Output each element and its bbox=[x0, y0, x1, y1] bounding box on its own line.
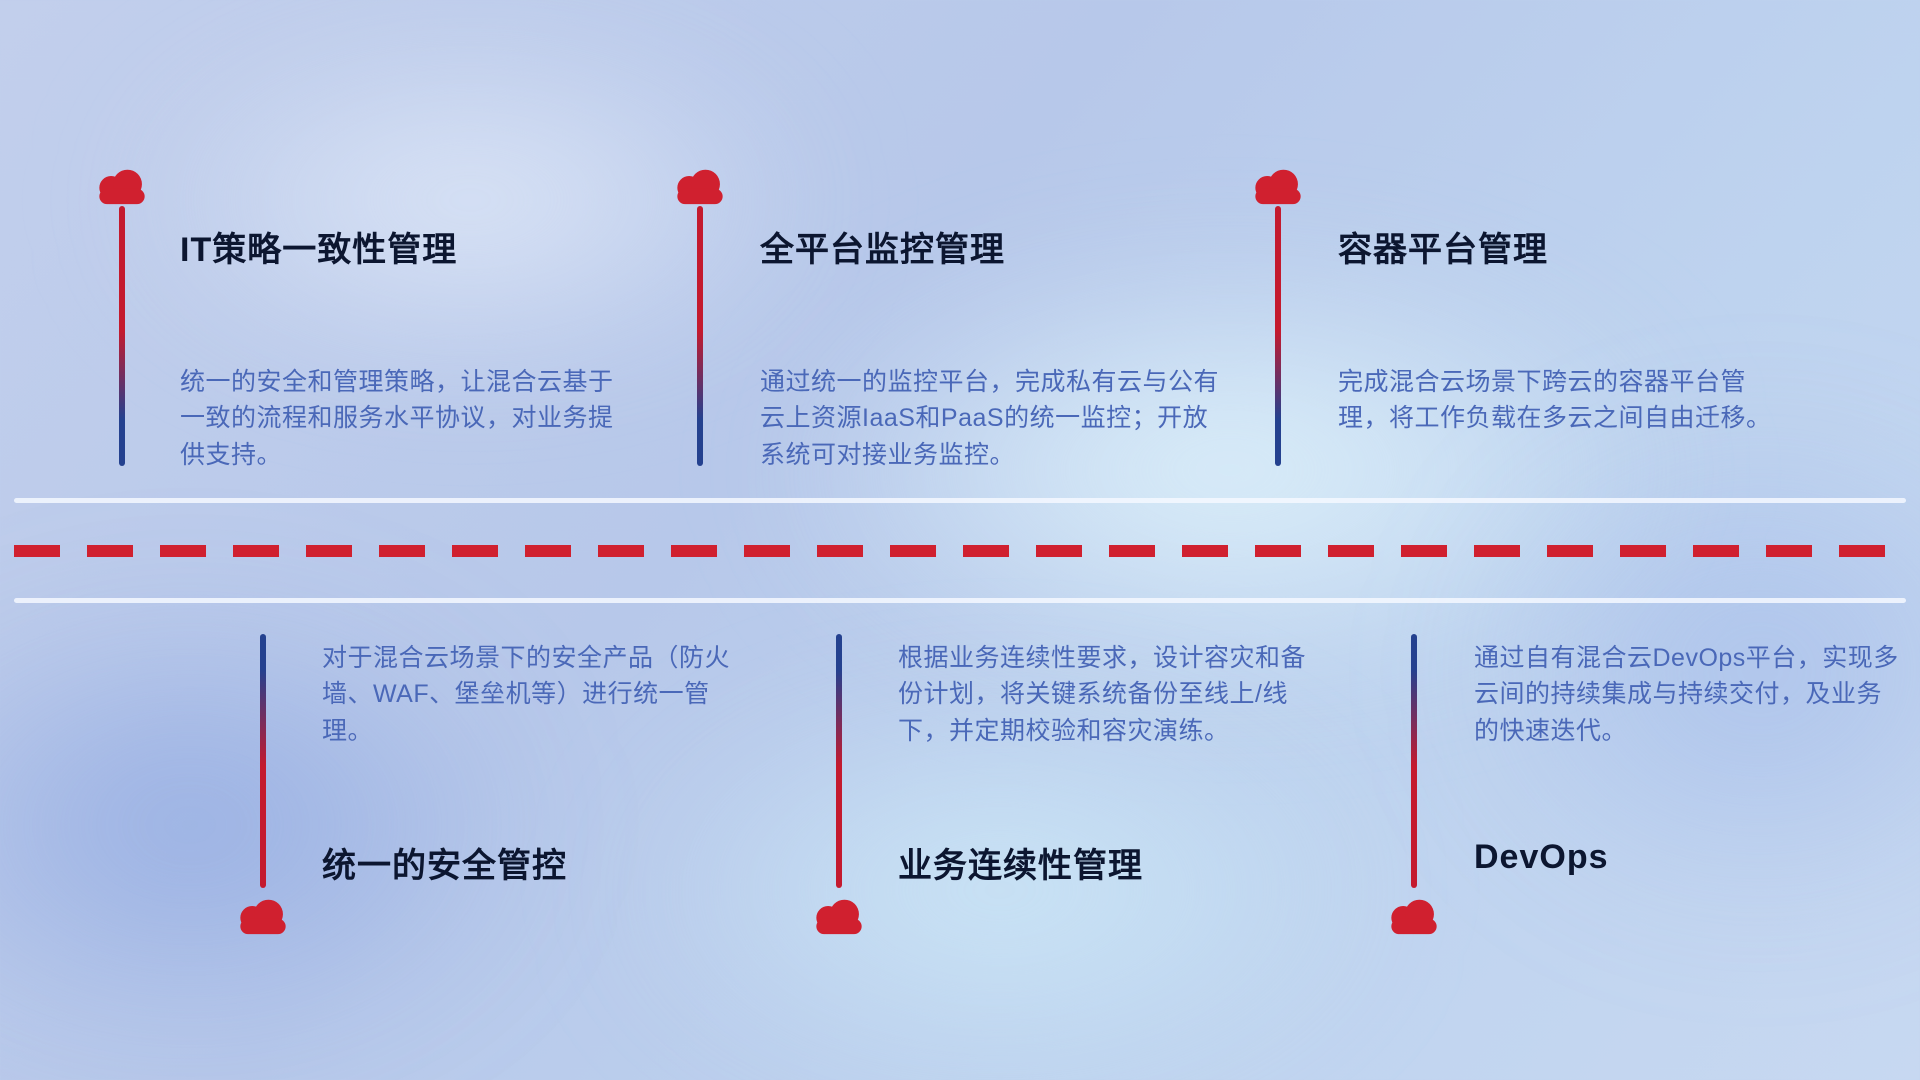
timeline-connector bbox=[119, 206, 125, 466]
divider-solid-line-bottom bbox=[14, 598, 1906, 603]
timeline-connector bbox=[1411, 634, 1417, 888]
item-title: 统一的安全管控 bbox=[322, 847, 567, 885]
item-title: IT策略一致性管理 bbox=[180, 231, 458, 269]
cloud-icon bbox=[1385, 896, 1443, 936]
divider-solid-line-top bbox=[14, 498, 1906, 503]
item-title: 容器平台管理 bbox=[1338, 231, 1548, 269]
timeline-connector bbox=[260, 634, 266, 888]
item-title: 业务连续性管理 bbox=[898, 847, 1143, 885]
item-description: 通过自有混合云DevOps平台，实现多云间的持续集成与持续交付，及业务的快速迭代… bbox=[1474, 644, 1899, 745]
timeline-connector bbox=[697, 206, 703, 466]
item-description: 根据业务连续性要求，设计容灾和备份计划，将关键系统备份至线上/线下，并定期校验和… bbox=[898, 644, 1307, 745]
cloud-icon bbox=[234, 896, 292, 936]
cloud-icon bbox=[810, 896, 868, 936]
timeline-connector bbox=[836, 634, 842, 888]
item-description: 对于混合云场景下的安全产品（防火墙、WAF、堡垒机等）进行统一管理。 bbox=[322, 644, 731, 745]
item-title: DevOps bbox=[1474, 838, 1609, 876]
cloud-icon bbox=[1249, 166, 1307, 206]
item-description: 通过统一的监控平台，完成私有云与公有云上资源IaaS和PaaS的统一监控；开放系… bbox=[760, 368, 1220, 469]
cloud-icon bbox=[93, 166, 151, 206]
item-title: 全平台监控管理 bbox=[760, 231, 1005, 269]
item-description: 统一的安全和管理策略，让混合云基于一致的流程和服务水平协议，对业务提供支持。 bbox=[180, 368, 614, 469]
background-glow bbox=[620, 700, 1380, 1080]
cloud-icon bbox=[671, 166, 729, 206]
timeline-connector bbox=[1275, 206, 1281, 466]
item-description: 完成混合云场景下跨云的容器平台管理，将工作负载在多云之间自由迁移。 bbox=[1338, 368, 1772, 433]
divider-dashed-line bbox=[14, 545, 1906, 557]
